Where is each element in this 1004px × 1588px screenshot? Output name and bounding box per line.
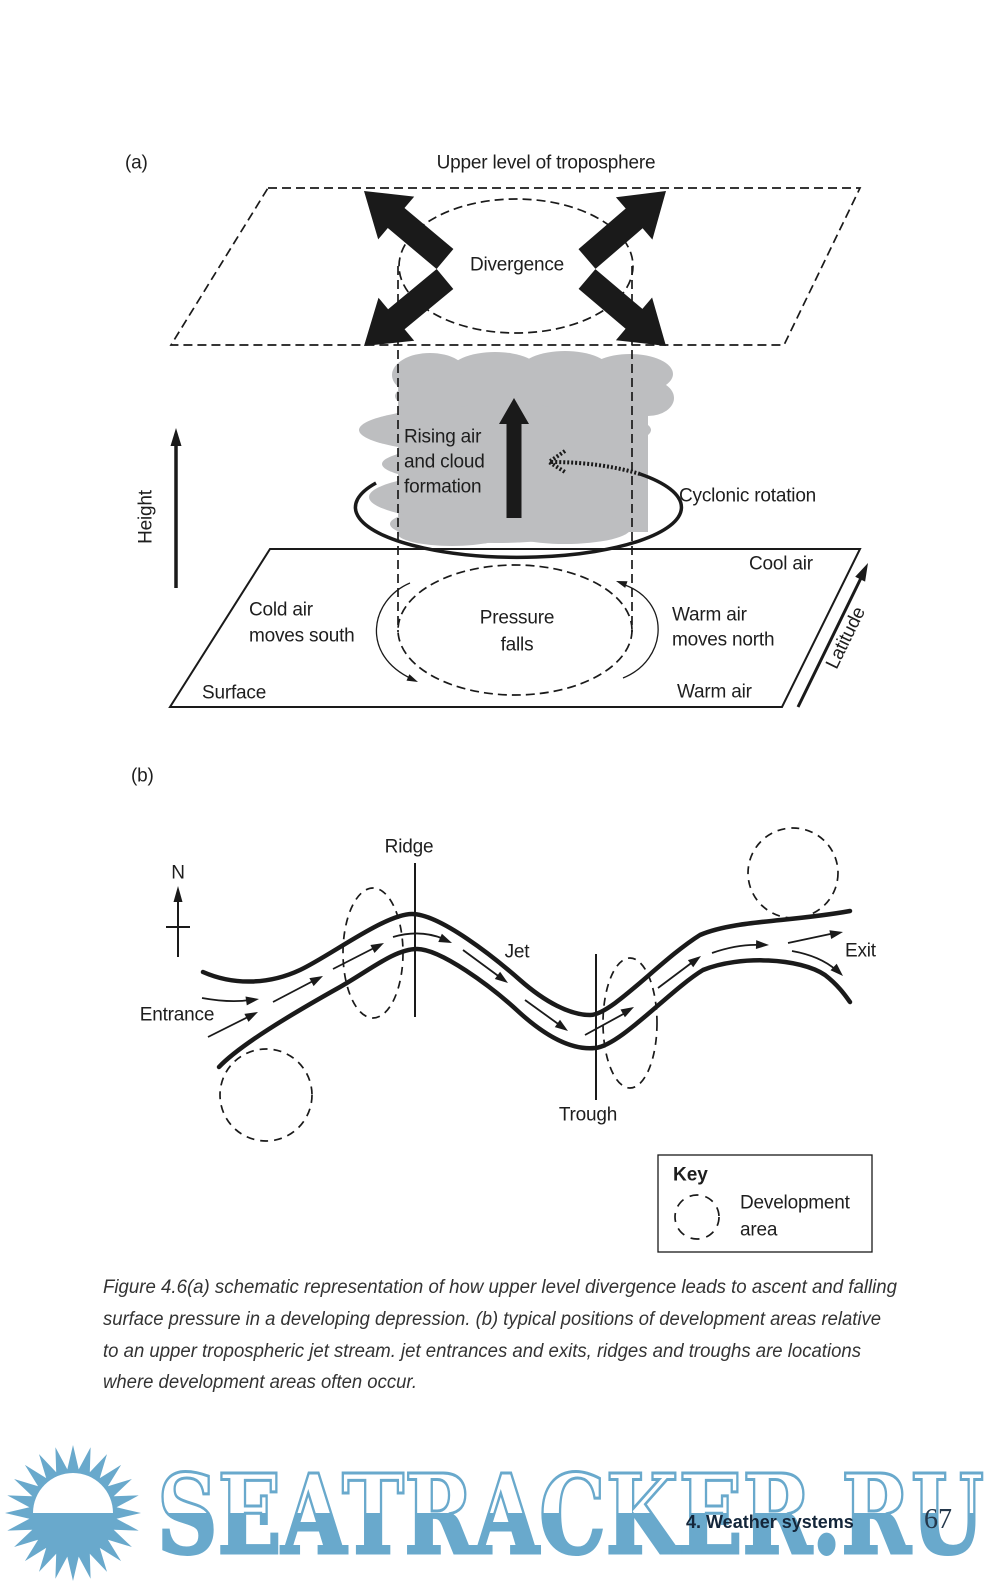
flow-arrow xyxy=(272,979,316,1003)
flow-arrowhead xyxy=(370,943,384,953)
sun-logo-upper-half xyxy=(33,1473,113,1513)
warm-air-flow-arrowhead xyxy=(616,581,628,588)
flow-arrow xyxy=(462,949,502,979)
pressure-falls-label-1: Pressure xyxy=(480,608,554,629)
surface-label: Surface xyxy=(202,683,266,704)
flow-arrowhead xyxy=(554,1019,568,1031)
rising-air-arrow xyxy=(499,398,529,518)
flow-arrow xyxy=(332,946,377,970)
pressure-falls-area xyxy=(397,564,633,696)
flow-arrowhead xyxy=(244,1012,258,1022)
cool-air-label: Cool air xyxy=(749,554,814,575)
page-number: 67 xyxy=(924,1504,952,1535)
divergence-arrow-upper-left xyxy=(364,191,454,269)
warm-air-label: Warm air xyxy=(677,682,753,703)
north-arrowhead xyxy=(173,886,183,902)
cold-air-label-1: Cold air xyxy=(249,600,314,621)
flow-arrowhead xyxy=(755,940,769,949)
flow-arrow xyxy=(584,1011,628,1036)
flow-arrowhead xyxy=(245,996,259,1006)
key-item-label-1: Development xyxy=(740,1193,851,1214)
flow-arrow xyxy=(524,999,562,1027)
key-legend: Key Development area xyxy=(657,1154,873,1253)
cold-air-label-2: moves south xyxy=(249,626,355,647)
exit-label: Exit xyxy=(845,941,877,962)
divergence-arrow-lower-left xyxy=(364,269,454,346)
warm-air-moves-label-1: Warm air xyxy=(672,605,748,626)
north-label: N xyxy=(171,863,185,884)
latitude-axis-arrowhead xyxy=(855,563,868,582)
caption-line-4: where development areas often occur. xyxy=(103,1372,417,1393)
divergence-arrow-lower-right xyxy=(578,269,666,346)
key-box xyxy=(657,1154,873,1253)
divergence-arrow-upper-right xyxy=(578,191,666,269)
flow-arrow xyxy=(201,997,251,1003)
entrance-label: Entrance xyxy=(140,1005,214,1026)
running-header: 4. Weather systems xyxy=(686,1512,854,1532)
warm-air-moves-label-2: moves north xyxy=(672,630,774,651)
caption-line-2: surface pressure in a developing depress… xyxy=(103,1309,881,1330)
development-area-symbol-icon xyxy=(674,1194,720,1240)
figure-b: (b) N Ridge Trough xyxy=(131,766,877,1253)
rising-air-label-2: and cloud xyxy=(404,452,485,473)
flow-arrowhead xyxy=(620,1007,634,1018)
flow-arrow xyxy=(711,944,761,954)
watermark-text-outline: SEATRACKER.RU xyxy=(157,1450,984,1579)
cyclonic-rotation-label: Cyclonic rotation xyxy=(679,486,816,507)
cloud xyxy=(359,351,674,546)
warm-air-flow-arrow xyxy=(621,583,659,679)
upper-level-title: Upper level of troposphere xyxy=(437,153,656,174)
flow-arrow xyxy=(392,932,445,940)
watermark-text-fill: SEATRACKER.RU xyxy=(157,1450,984,1579)
key-title: Key xyxy=(673,1165,708,1186)
flow-arrowhead xyxy=(687,956,701,968)
key-item-label-2: area xyxy=(740,1220,778,1241)
cold-air-flow-arrow xyxy=(375,582,413,680)
divergence-area xyxy=(398,198,634,334)
flow-arrowhead xyxy=(438,933,452,943)
latitude-axis-label: Latitude xyxy=(822,604,870,673)
upper-level-plane xyxy=(169,187,862,346)
panel-label-a: (a) xyxy=(125,153,148,174)
ridge-label: Ridge xyxy=(385,837,434,858)
jet-stream-south-edge xyxy=(216,946,853,1070)
cyclonic-rotation-loop xyxy=(353,472,684,560)
panel-label-b: (b) xyxy=(131,766,154,787)
latitude-axis-line xyxy=(796,577,863,708)
rising-air-label-3: formation xyxy=(404,477,481,498)
development-area-exit xyxy=(747,827,839,919)
flow-arrowhead xyxy=(309,976,323,987)
divergence-label: Divergence xyxy=(470,255,564,276)
watermark: SEATRACKER.RU SEATRACKER.RU xyxy=(5,1445,986,1581)
height-axis-label: Height xyxy=(136,489,157,544)
pressure-falls-label-2: falls xyxy=(501,635,534,656)
flow-arrowhead xyxy=(829,930,843,939)
jet-flow-arrows xyxy=(201,930,843,1038)
jet-stream-north-edge xyxy=(200,908,853,1018)
rising-air-label-1: Rising air xyxy=(404,427,482,448)
trough-label: Trough xyxy=(559,1105,617,1126)
cold-air-flow-arrowhead xyxy=(406,674,418,682)
flow-arrowhead xyxy=(830,963,843,976)
flow-arrow xyxy=(207,1015,251,1038)
flow-arrow xyxy=(787,932,836,944)
development-area-entrance xyxy=(219,1048,313,1142)
jet-label: Jet xyxy=(505,942,531,963)
cyclonic-rotation-dotted-arrow xyxy=(550,460,641,476)
development-area-trough xyxy=(602,957,658,1089)
flow-arrowhead xyxy=(494,971,508,983)
caption-line-1: Figure 4.6(a) schematic representation o… xyxy=(103,1277,897,1298)
caption-line-3: to an upper tropospheric jet stream. jet… xyxy=(103,1341,861,1362)
surface-plane xyxy=(168,548,862,708)
height-axis-arrowhead xyxy=(170,428,182,446)
flow-arrow xyxy=(657,960,695,989)
figure-caption: Figure 4.6(a) schematic representation o… xyxy=(103,1277,897,1393)
figure-a: (a) Upper level of troposphere Divergenc… xyxy=(125,153,870,708)
